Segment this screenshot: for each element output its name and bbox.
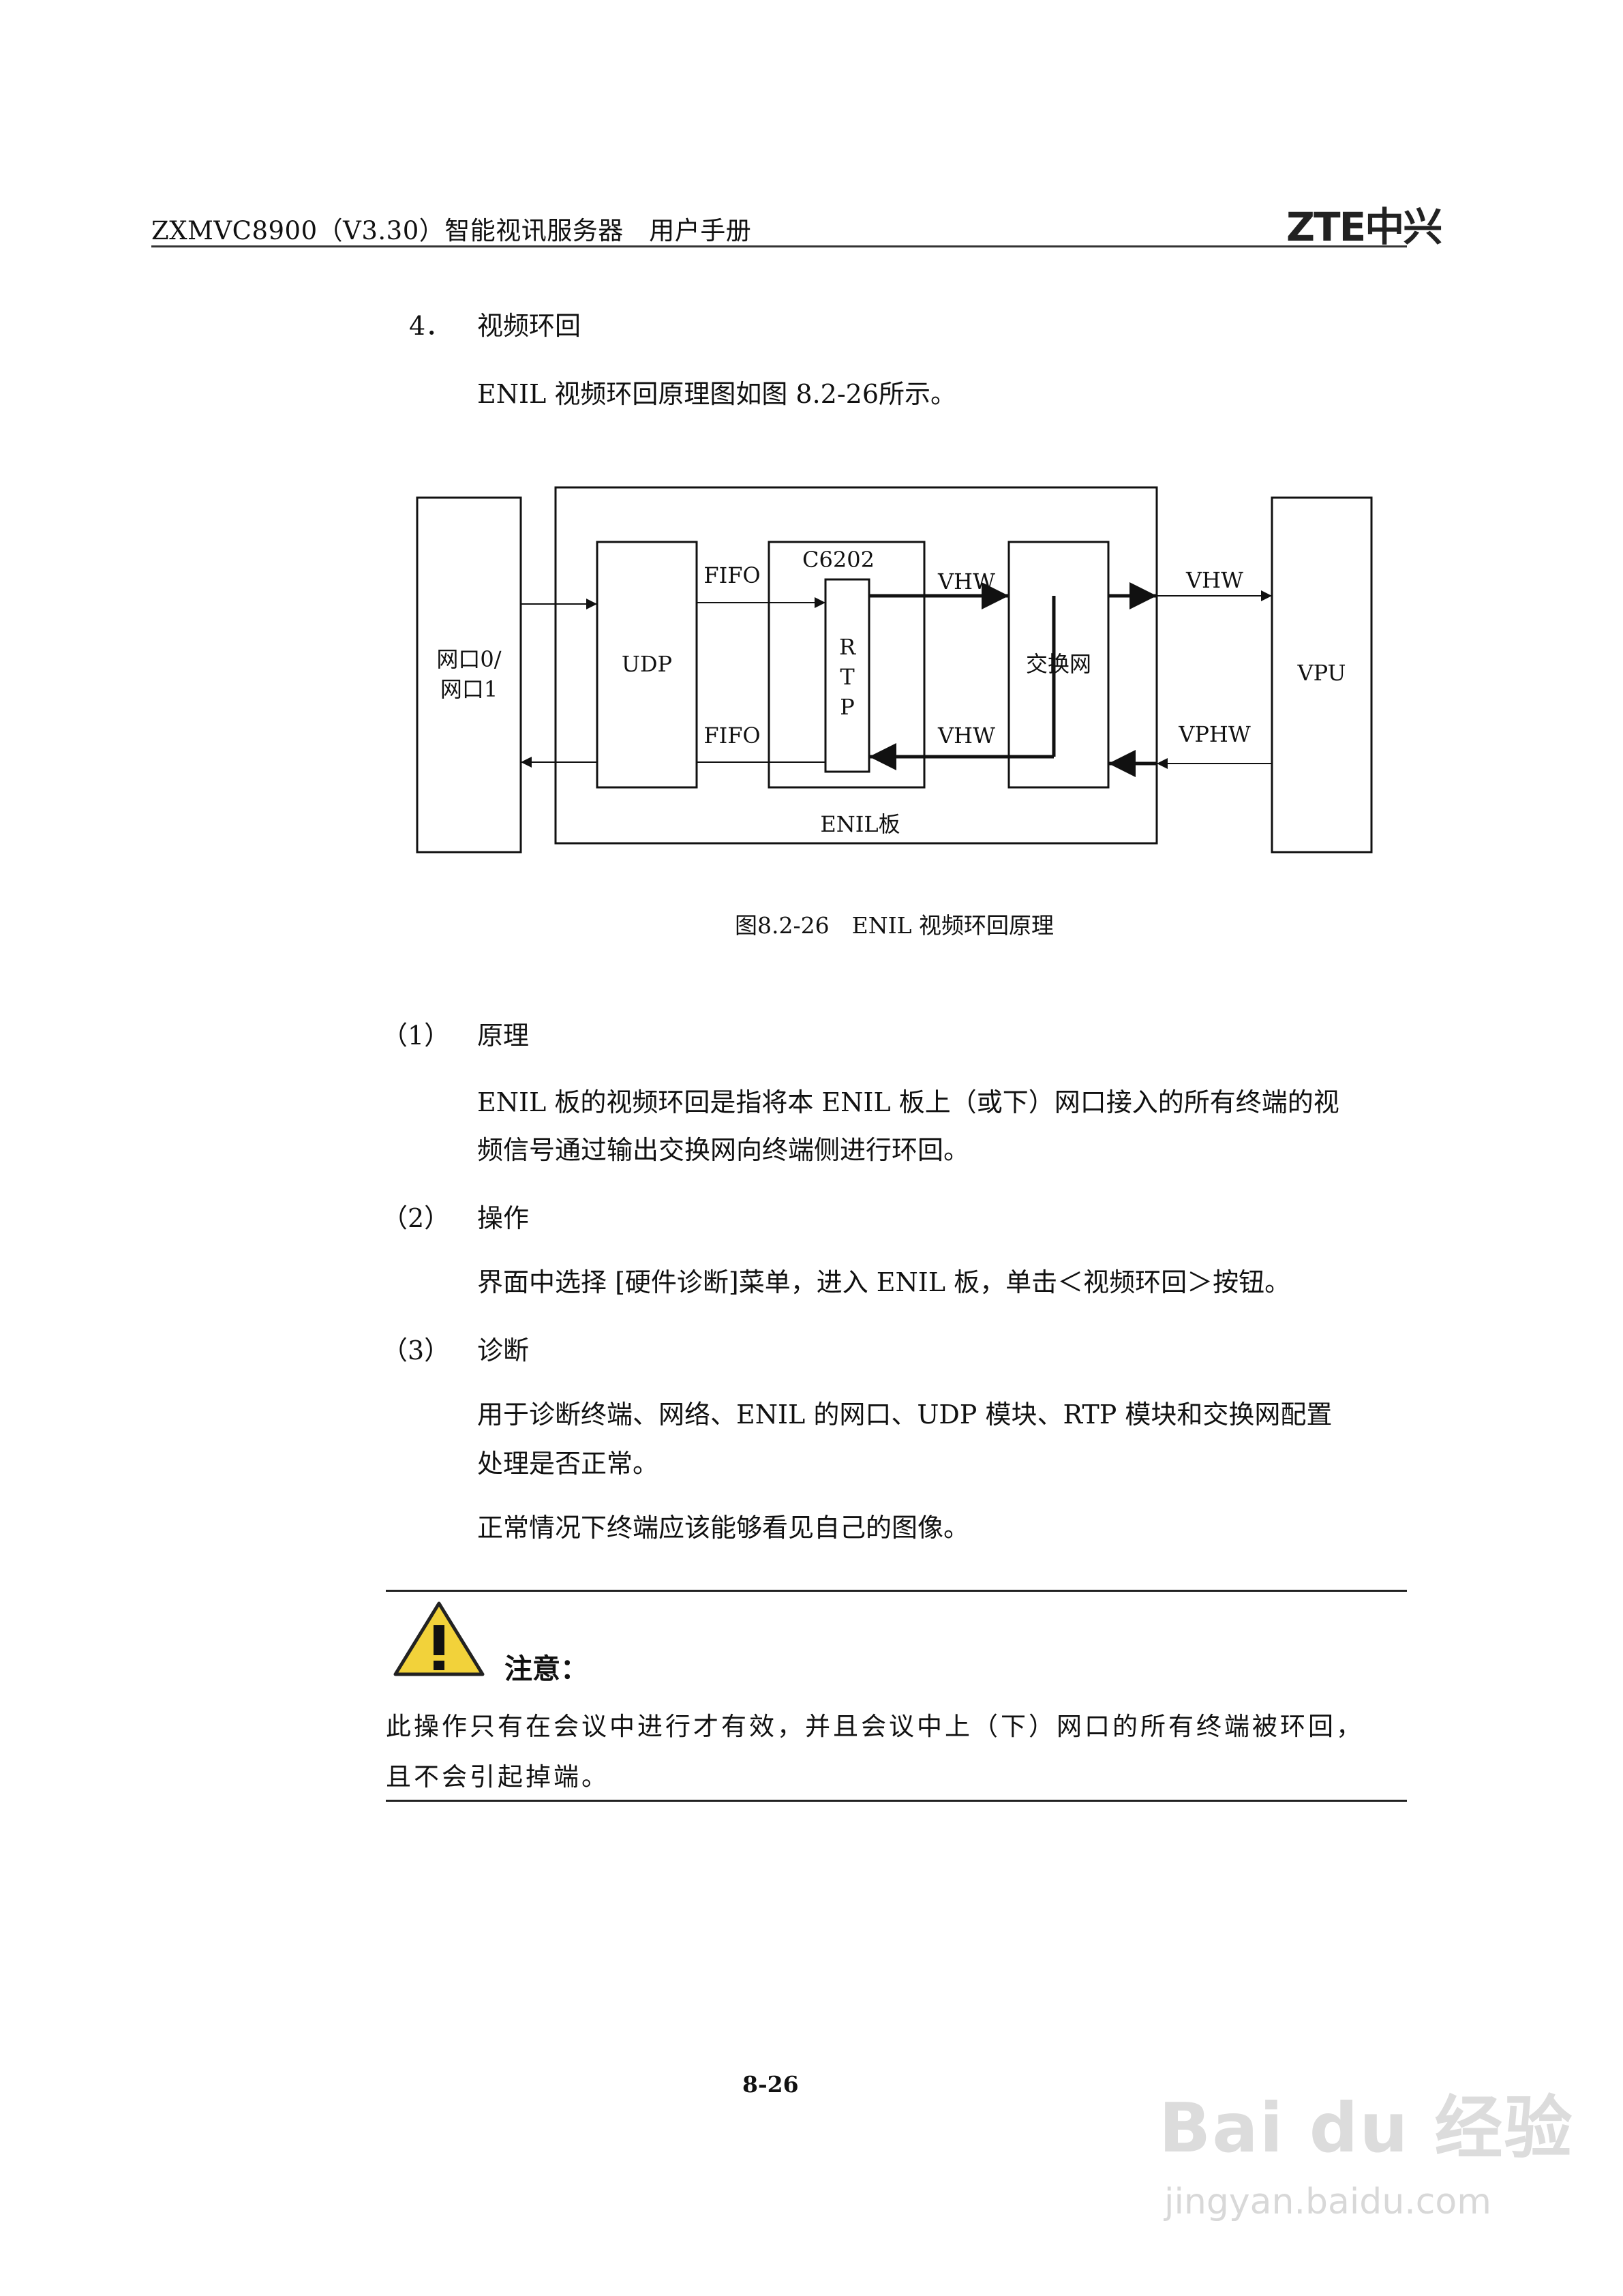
vhw-right-label: VHW [1185, 567, 1243, 593]
item-2-line-1: 界面中选择 [硬件诊断]菜单，进入 ENIL 板，单击＜视频环回＞按钮。 [477, 1267, 1291, 1297]
item-1-line-1: ENIL 板的视频环回是指将本 ENIL 板上（或下）网口接入的所有终端的视 [477, 1087, 1339, 1117]
item-3-line-3: 正常情况下终端应该能够看见自己的图像。 [477, 1513, 970, 1543]
note-label: 注意： [504, 1652, 588, 1685]
rtp-box [824, 578, 870, 773]
rtp-letter-t: T [840, 664, 855, 690]
fifo-top-label: FIFO [703, 562, 760, 588]
chip-label: C6202 [802, 547, 875, 573]
warning-icon [393, 1601, 485, 1676]
vphw-label: VPHW [1178, 721, 1251, 747]
loopback-diagram: 网口0/ 网口1 UDP FIFO FIFO C6202 R T P VHW V… [416, 486, 1373, 854]
zte-logo: ZTE中兴 [1286, 204, 1442, 250]
switch-box [1007, 541, 1110, 789]
note-line-2: 且不会引起掉端。 [386, 1762, 609, 1792]
item-2-title: 操作 [477, 1203, 530, 1233]
figure-caption: 图8.2-26 ENIL 视频环回原理 [735, 912, 1055, 939]
rtp-letter-p: P [840, 694, 855, 720]
vpu-label: VPU [1296, 660, 1346, 686]
board-label: ENIL板 [820, 811, 900, 837]
item-2-number: （2） [382, 1203, 451, 1233]
page-number: 8-26 [742, 2071, 799, 2098]
item-3-title: 诊断 [477, 1335, 530, 1365]
port-label-2: 网口1 [440, 676, 498, 702]
note-bottom-rule [386, 1800, 1407, 1802]
item-1-line-2: 频信号通过输出交换网向终端侧进行环回。 [477, 1135, 970, 1165]
baidu-watermark-url: jingyan.baidu.com [1164, 2181, 1491, 2222]
item-3-line-1: 用于诊断终端、网络、ENIL 的网口、UDP 模块、RTP 模块和交换网配置 [477, 1400, 1333, 1430]
vpu-box [1271, 496, 1373, 854]
header-title: ZXMVC8900（V3.30）智能视讯服务器 用户手册 [151, 216, 752, 245]
vhw-bottom-label: VHW [937, 723, 995, 749]
fifo-bottom-label: FIFO [703, 723, 760, 749]
header-rule [151, 245, 1407, 247]
udp-label: UDP [622, 651, 672, 677]
c6202-box [768, 541, 926, 789]
port-box [416, 496, 522, 854]
rtp-letter-r: R [839, 634, 856, 660]
switch-label: 交换网 [1026, 651, 1091, 677]
section-intro: ENIL 视频环回原理图如图 8.2-26所示。 [477, 379, 957, 409]
vhw-top-label: VHW [937, 569, 995, 594]
note-line-1: 此操作只有在会议中进行才有效，并且会议中上（下）网口的所有终端被环回， [386, 1712, 1364, 1741]
item-3-number: （3） [382, 1335, 451, 1365]
item-1-title: 原理 [477, 1021, 530, 1051]
udp-box [596, 541, 698, 789]
item-1-number: （1） [382, 1021, 451, 1051]
port-label-1: 网口0/ [436, 646, 501, 672]
note-top-rule [386, 1590, 1407, 1592]
section-title: 视频环回 [477, 311, 581, 341]
item-3-line-2: 处理是否正常。 [477, 1449, 659, 1479]
section-number: 4． [409, 311, 452, 341]
baidu-watermark: Bai du 经验 [1159, 2088, 1574, 2168]
enil-board [554, 486, 1158, 845]
